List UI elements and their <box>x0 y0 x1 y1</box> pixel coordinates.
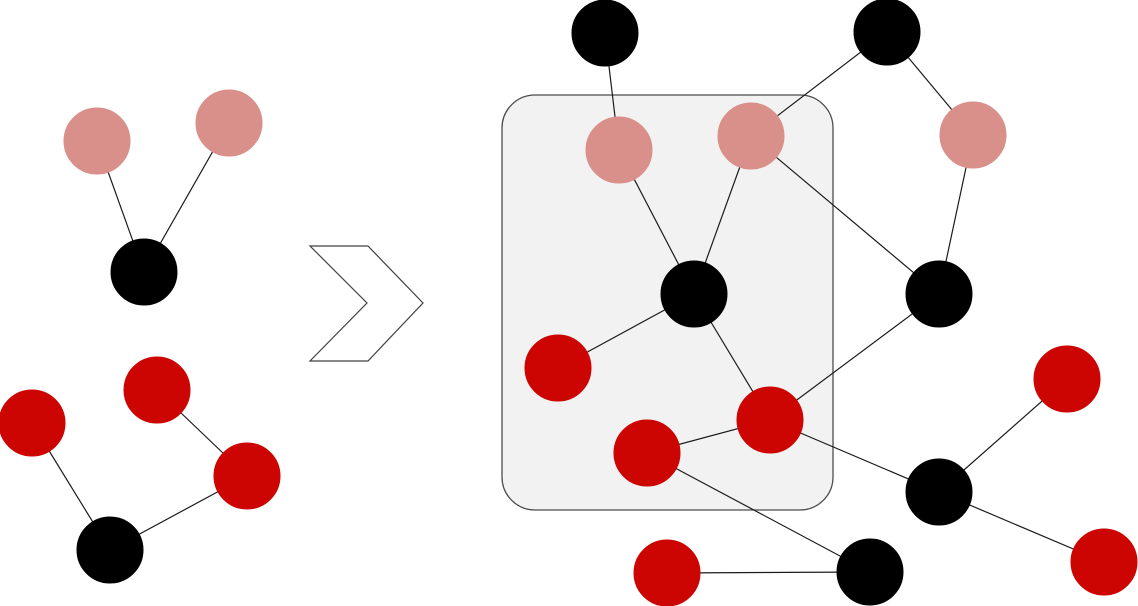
node-r1-red <box>524 334 592 402</box>
node-n5-red <box>123 356 191 424</box>
node-b3-black <box>905 260 973 328</box>
node-k2-black <box>905 458 973 526</box>
node-n6-red <box>213 442 281 510</box>
edge-r2-b4 <box>646 452 871 573</box>
node-r5-red <box>633 539 701 606</box>
node-r3-red <box>736 386 804 454</box>
node-r2-red <box>613 419 681 487</box>
node-b2-black <box>853 0 921 66</box>
node-n1-pink <box>63 107 131 175</box>
edge-p2-b3 <box>750 135 940 295</box>
node-n4-red <box>0 389 66 457</box>
node-n2-pink <box>195 89 263 157</box>
node-b1-black <box>571 0 639 67</box>
node-r6-red <box>1070 528 1138 596</box>
node-r4-red <box>1033 345 1101 413</box>
node-n3-black <box>110 238 178 306</box>
transform-arrow-icon <box>308 245 424 362</box>
node-p3-pink <box>939 101 1007 169</box>
target-graph <box>524 0 1138 606</box>
source-graph-bottom <box>0 356 281 584</box>
source-graph-top <box>63 89 263 306</box>
node-b4-black <box>836 538 904 606</box>
node-p2-pink <box>717 102 785 170</box>
node-k1-black <box>660 260 728 328</box>
node-p1-pink <box>585 116 653 184</box>
node-n7-black <box>76 516 144 584</box>
edge-r5-b4 <box>666 571 871 574</box>
edge-r3-b3 <box>769 293 940 421</box>
